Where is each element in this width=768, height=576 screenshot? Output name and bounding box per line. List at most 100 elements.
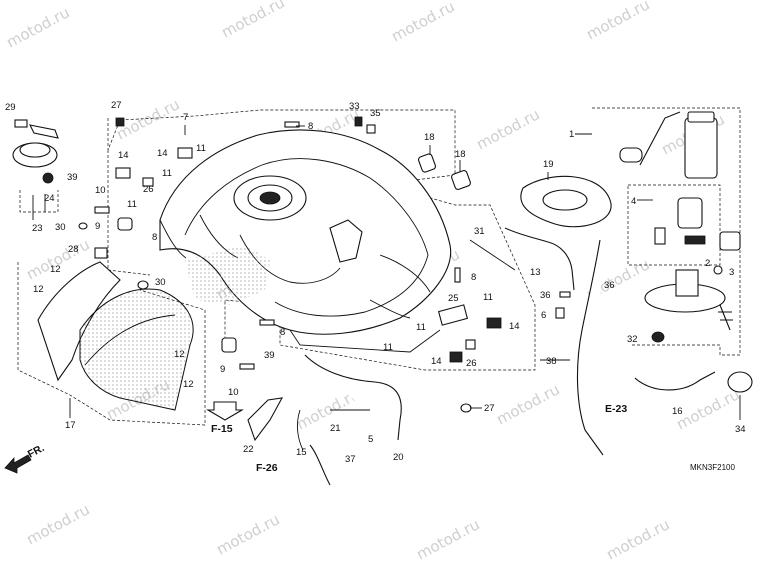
callout-8: 8 xyxy=(471,272,476,283)
callout-11: 11 xyxy=(196,143,206,154)
callout-7: 7 xyxy=(183,112,188,123)
clip xyxy=(354,116,363,127)
front-label: FR. xyxy=(26,442,47,461)
pad-14 xyxy=(115,167,131,179)
pump-subgroup-frame xyxy=(627,184,721,266)
watermark: motod.ru xyxy=(213,510,282,558)
pad-14 xyxy=(177,147,193,159)
watermark: motod.ru xyxy=(583,0,652,44)
f15-arrow-icon xyxy=(205,401,245,421)
watermark: motod.ru xyxy=(218,0,287,42)
washer-30 xyxy=(137,280,149,290)
heat-shield-hole xyxy=(542,189,588,211)
callout-36: 36 xyxy=(540,290,551,301)
callout-22: 22 xyxy=(243,444,254,455)
washer-27 xyxy=(460,403,472,413)
bolt-39 xyxy=(239,363,255,370)
callout-12: 12 xyxy=(50,264,61,275)
fuel-hose-16 xyxy=(634,371,716,391)
bracket-22 xyxy=(247,397,284,442)
callout-26: 26 xyxy=(466,358,477,369)
callout-18: 18 xyxy=(455,149,466,160)
watermark: motod.ru xyxy=(388,0,457,46)
pump-nut-32 xyxy=(651,331,665,343)
rubber-mount xyxy=(417,153,437,173)
tube-15 xyxy=(296,409,304,451)
side-cover-stripe xyxy=(84,314,176,366)
callout-30: 30 xyxy=(55,222,66,233)
pad-8 xyxy=(454,267,461,283)
watermark: motod.ru xyxy=(493,380,562,428)
pad-26 xyxy=(465,339,476,350)
callout-11: 11 xyxy=(483,292,493,303)
tank-hatch-area xyxy=(185,245,270,305)
heat-shield-plate xyxy=(520,175,612,228)
side-cover-panel xyxy=(79,288,194,411)
filler-neck-hole xyxy=(259,191,281,205)
callout-27: 27 xyxy=(111,100,122,111)
fuel-cap-key xyxy=(29,124,59,139)
pump-regulator xyxy=(654,227,666,245)
callout-9: 9 xyxy=(220,364,225,375)
side-cover-outer xyxy=(37,261,121,382)
fuel-cap xyxy=(12,119,59,184)
front-arrow-icon xyxy=(4,454,32,474)
callout-14: 14 xyxy=(118,150,129,161)
callout-36: 36 xyxy=(604,280,615,291)
callout-21: 21 xyxy=(330,423,341,434)
watermark: motod.ru xyxy=(413,515,482,563)
callout-10: 10 xyxy=(228,387,239,398)
ref-f26: F-26 xyxy=(256,462,278,474)
callout-24: 24 xyxy=(44,193,55,204)
callout-26: 26 xyxy=(143,184,154,195)
tank-inner-contour xyxy=(184,158,429,317)
callout-12: 12 xyxy=(183,379,194,390)
reference-markers: F-15 F-26 E-23 FR. MKN3F2100 xyxy=(4,401,735,474)
fuel-cap-gasket xyxy=(42,172,54,184)
pad-8 xyxy=(259,319,275,326)
callout-23: 23 xyxy=(32,223,43,234)
clip xyxy=(115,117,125,127)
callout-25: 25 xyxy=(448,293,459,304)
callout-11: 11 xyxy=(162,168,172,179)
bolt-10 xyxy=(94,206,110,214)
pad-14 xyxy=(486,317,502,329)
pump-filter xyxy=(677,197,703,229)
seal-25 xyxy=(437,304,469,326)
hose-21 xyxy=(304,354,402,441)
callout-17: 17 xyxy=(65,420,76,431)
fuel-cap-latch xyxy=(14,119,28,128)
drawing-code: MKN3F2100 xyxy=(690,463,735,472)
callout-32: 32 xyxy=(627,334,638,345)
callout-5: 5 xyxy=(368,434,373,445)
pad-28 xyxy=(94,247,108,259)
pump-flange-tower xyxy=(675,269,699,297)
pump-sender-arm xyxy=(639,111,681,166)
cover-frame xyxy=(17,262,206,426)
pad-8 xyxy=(284,121,300,128)
tank-right-flange xyxy=(369,254,431,319)
callout-34: 34 xyxy=(735,424,746,435)
callout-8: 8 xyxy=(308,121,313,132)
hose-37 xyxy=(309,444,331,486)
pump-housing xyxy=(684,117,718,179)
callout-10: 10 xyxy=(95,185,106,196)
pump-float xyxy=(619,147,643,163)
hose-joint-6 xyxy=(555,307,565,319)
callout-14: 14 xyxy=(509,321,520,332)
callout-11: 11 xyxy=(127,199,137,210)
breather-hose-31 xyxy=(469,239,516,271)
pump-spring xyxy=(718,304,733,331)
tank-group-frame xyxy=(107,109,536,371)
left-cap-frame xyxy=(19,190,59,213)
callout-12: 12 xyxy=(174,349,185,360)
callout-15: 15 xyxy=(296,447,307,458)
hose-clamp-34 xyxy=(727,371,753,393)
callout-11: 11 xyxy=(416,322,426,333)
callout-1: 1 xyxy=(569,129,574,140)
callout-31: 31 xyxy=(474,226,485,237)
callout-19: 19 xyxy=(543,159,554,170)
callout-6: 6 xyxy=(541,310,546,321)
callout-2: 2 xyxy=(705,258,710,269)
ref-e23: E-23 xyxy=(605,403,627,415)
